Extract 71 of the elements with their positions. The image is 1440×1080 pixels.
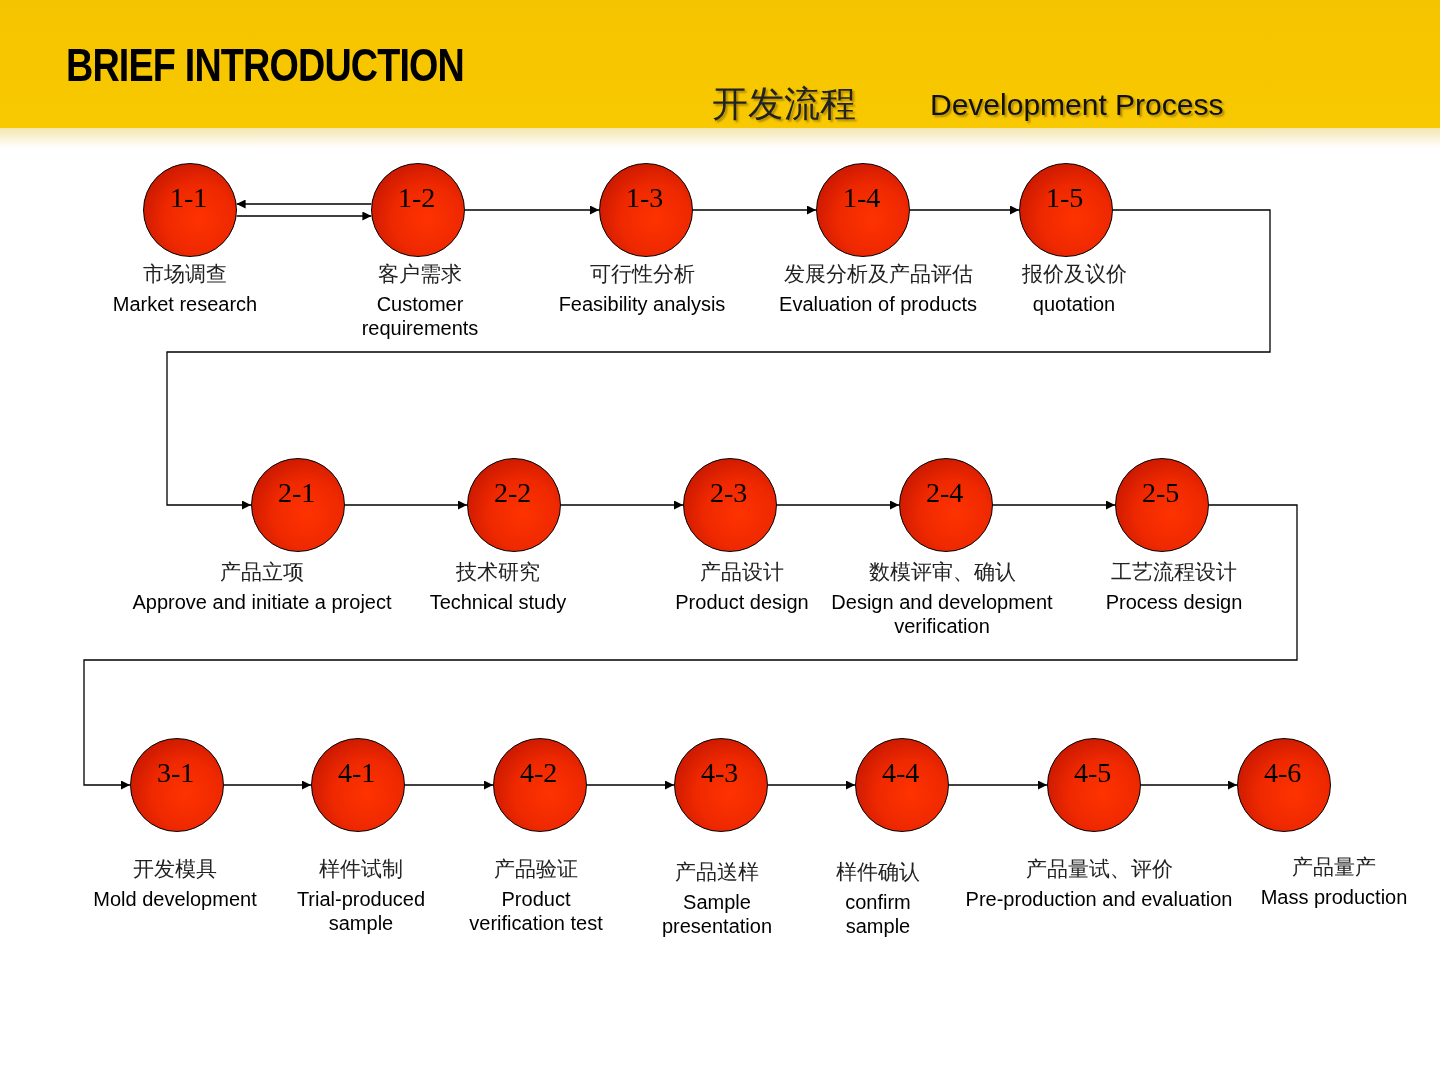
arrow (83, 504, 1298, 790)
step-caption: Process design (1104, 590, 1244, 614)
arrow (464, 205, 600, 215)
step-circle: 4-1 (311, 738, 405, 832)
arrow (344, 500, 468, 510)
step-name: 客户需求 (377, 262, 463, 286)
step-caption: Trial-produced sample (295, 887, 427, 935)
step-circle: 1-2 (371, 163, 465, 257)
step-caption: Customer requirements (360, 292, 480, 340)
arrow (776, 500, 900, 510)
subtitle: Development Process (930, 88, 1224, 122)
step-caption: Mass production (1259, 885, 1409, 909)
step-caption: Feasibility analysis (557, 292, 727, 316)
step-name: 产品设计 (699, 560, 785, 584)
arrow (692, 205, 817, 215)
step-name: 产品送样 (674, 860, 760, 884)
step-name: 报价及议价 (1020, 262, 1128, 286)
arrow (1140, 780, 1238, 790)
step-circle: 2-5 (1115, 458, 1209, 552)
step-caption: quotation (1031, 292, 1117, 316)
step-caption: Approve and initiate a project (131, 590, 393, 614)
step-circle: 2-1 (251, 458, 345, 552)
step-name: 发展分析及产品评估 (782, 262, 974, 286)
arrow (909, 205, 1020, 215)
step-name: 产品立项 (219, 560, 305, 584)
step-caption: Design and development verification (830, 590, 1054, 638)
step-name: 数模评审、确认 (867, 560, 1017, 584)
step-circle: 4-2 (493, 738, 587, 832)
step-name: 产品量试、评价 (1024, 857, 1174, 881)
step-caption: Mold development (92, 887, 258, 911)
arrow (235, 199, 373, 209)
step-circle: 2-4 (899, 458, 993, 552)
step-circle: 1-1 (143, 163, 237, 257)
step-caption: Product design (674, 590, 810, 614)
step-circle: 4-4 (855, 738, 949, 832)
step-circle: 1-5 (1019, 163, 1113, 257)
step-circle: 1-3 (599, 163, 693, 257)
step-circle: 1-4 (816, 163, 910, 257)
arrow (586, 780, 675, 790)
step-name: 技术研究 (455, 560, 541, 584)
arrow (223, 780, 312, 790)
arrow (992, 500, 1116, 510)
step-caption: confirm sample (844, 890, 912, 938)
step-caption: Sample presentation (660, 890, 774, 938)
step-circle: 3-1 (130, 738, 224, 832)
step-name: 开发模具 (132, 857, 218, 881)
step-circle: 4-6 (1237, 738, 1331, 832)
step-caption: Evaluation of products (778, 292, 978, 316)
step-name: 产品量产 (1291, 855, 1377, 879)
step-circle: 4-3 (674, 738, 768, 832)
step-caption: Pre-production and evaluation (964, 887, 1234, 911)
step-name: 市场调查 (142, 262, 228, 286)
step-name: 可行性分析 (588, 262, 696, 286)
subtitle: 开发流程 (712, 82, 856, 126)
step-caption: Technical study (428, 590, 568, 614)
step-circle: 2-2 (467, 458, 561, 552)
step-caption: Market research (111, 292, 259, 316)
arrow (166, 209, 1271, 510)
step-name: 产品验证 (493, 857, 579, 881)
step-name: 样件试制 (318, 857, 404, 881)
step-circle: 4-5 (1047, 738, 1141, 832)
step-name: 工艺流程设计 (1110, 560, 1238, 584)
step-caption: Product verification test (468, 887, 604, 935)
arrow (948, 780, 1048, 790)
arrow (235, 211, 373, 221)
step-circle: 2-3 (683, 458, 777, 552)
arrow (767, 780, 856, 790)
page-title: BRIEF INTRODUCTION (66, 38, 465, 92)
arrow (560, 500, 684, 510)
step-name: 样件确认 (835, 860, 921, 884)
arrow (404, 780, 494, 790)
